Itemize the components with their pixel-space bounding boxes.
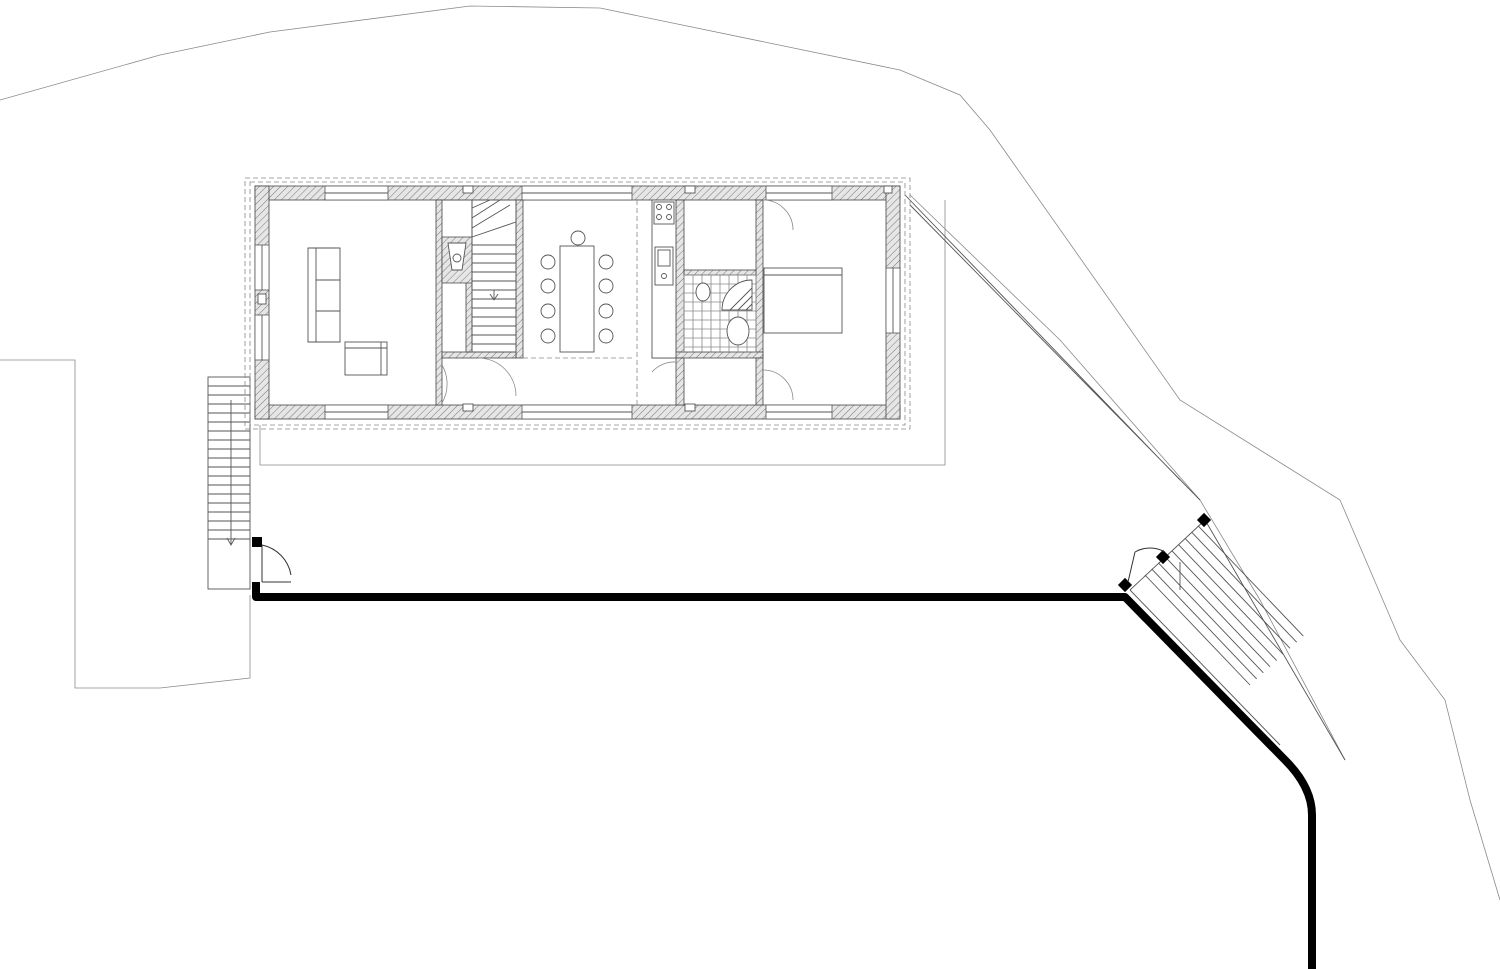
toilet	[695, 282, 711, 302]
terrain-contour-inner	[909, 194, 1346, 761]
chair	[598, 303, 614, 319]
dining-table	[559, 245, 595, 353]
terrace-outline	[259, 200, 946, 466]
chair	[540, 254, 556, 270]
fireplace	[441, 236, 473, 284]
chair	[570, 230, 586, 246]
exterior-stairs-left	[207, 376, 251, 590]
shower	[721, 279, 753, 311]
site-boundary-left	[0, 359, 251, 689]
bed	[763, 267, 843, 334]
chairs	[540, 230, 614, 344]
sofa	[307, 247, 341, 343]
washbasin	[726, 316, 750, 346]
chair	[540, 278, 556, 294]
chair	[598, 328, 614, 344]
terrain-contour	[0, 5, 1500, 901]
access-path	[904, 194, 1201, 501]
chair	[598, 278, 614, 294]
chair	[540, 303, 556, 319]
house	[244, 177, 911, 430]
armchair	[344, 341, 388, 376]
stove	[653, 201, 675, 225]
gate-left	[252, 537, 292, 583]
exterior-stairs-right	[1117, 512, 1346, 761]
sink	[654, 246, 674, 286]
retaining-wall	[252, 582, 1316, 969]
chair	[540, 328, 556, 344]
chair	[598, 254, 614, 270]
stairs	[442, 199, 517, 353]
